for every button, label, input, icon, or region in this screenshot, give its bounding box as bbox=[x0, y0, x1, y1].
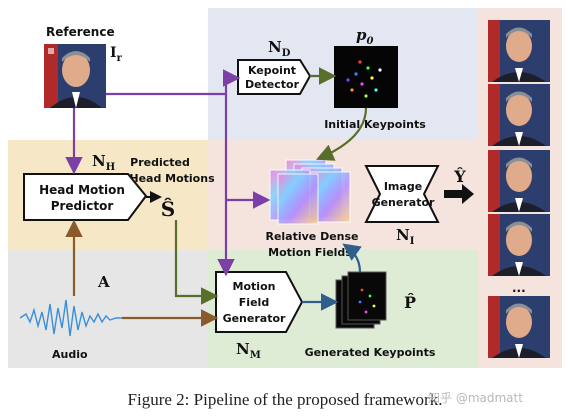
figure-caption: Figure 2: Pipeline of the proposed frame… bbox=[127, 390, 443, 409]
arrow-keypoints-to-fields bbox=[342, 243, 362, 273]
reference-label: Reference bbox=[46, 25, 115, 39]
motion-field-generator-line2: Field bbox=[239, 296, 269, 309]
p-hat-symbol: P̂ bbox=[404, 293, 416, 312]
motion-field-generator-line1: Motion bbox=[233, 280, 276, 293]
ni-symbol: NI bbox=[396, 226, 415, 247]
watermark: 知乎 @madmatt bbox=[428, 391, 523, 405]
output-frame bbox=[488, 20, 550, 82]
output-frame bbox=[488, 214, 550, 276]
dense-motion-fields-image bbox=[269, 159, 351, 225]
y-hat-symbol: Ŷ bbox=[453, 166, 466, 186]
output-frame bbox=[488, 150, 550, 212]
nh-symbol: NH bbox=[92, 152, 115, 173]
band-top-left bbox=[8, 8, 208, 140]
audio-label: Audio bbox=[52, 348, 88, 361]
head-motion-predictor-line1: Head Motion bbox=[39, 183, 125, 197]
head-motion-predictor-box bbox=[23, 173, 148, 221]
band-audio bbox=[8, 250, 208, 368]
nd-symbol: ND bbox=[268, 38, 291, 59]
output-frame bbox=[488, 296, 550, 358]
initial-keypoints-image bbox=[334, 46, 398, 108]
image-generator-line2: Generator bbox=[372, 196, 435, 209]
initial-keypoints-label: Initial Keypoints bbox=[324, 118, 426, 131]
a-symbol: A bbox=[97, 273, 110, 291]
reference-portrait bbox=[44, 44, 106, 108]
output-frame bbox=[488, 84, 550, 146]
nm-symbol: NM bbox=[236, 340, 261, 361]
output-ellipsis: ... bbox=[512, 281, 526, 295]
motion-field-generator-line3: Generator bbox=[223, 312, 286, 325]
arrow-s-to-generator bbox=[174, 220, 219, 305]
kepoint-detector-line1: Kepoint bbox=[248, 64, 296, 77]
kepoint-detector-box bbox=[237, 59, 312, 95]
kepoint-detector-line2: Detector bbox=[245, 78, 300, 91]
ir-symbol: Ir bbox=[110, 45, 123, 64]
output-frames bbox=[488, 20, 550, 358]
audio-waveform bbox=[19, 299, 122, 337]
arrow-reference-to-detector bbox=[106, 69, 241, 96]
predicted-head-motions-line2: Head Motions bbox=[129, 172, 215, 185]
dense-motion-fields-line2: Motion Fields bbox=[268, 246, 352, 259]
generated-keypoints-image bbox=[335, 271, 387, 329]
predicted-head-motions-line1: Predicted bbox=[130, 156, 190, 169]
image-generator-line1: Image bbox=[384, 180, 422, 193]
arrow-p0-to-fields bbox=[315, 107, 368, 161]
output-arrow bbox=[444, 184, 474, 204]
head-motion-predictor-line2: Predictor bbox=[51, 199, 114, 213]
p0-symbol: p0 bbox=[356, 26, 374, 47]
image-generator-box bbox=[364, 165, 440, 223]
s-hat-symbol: Ŝ bbox=[161, 196, 175, 221]
dense-motion-fields-line1: Relative Dense bbox=[265, 230, 358, 243]
generated-keypoints-label: Generated Keypoints bbox=[305, 346, 436, 359]
